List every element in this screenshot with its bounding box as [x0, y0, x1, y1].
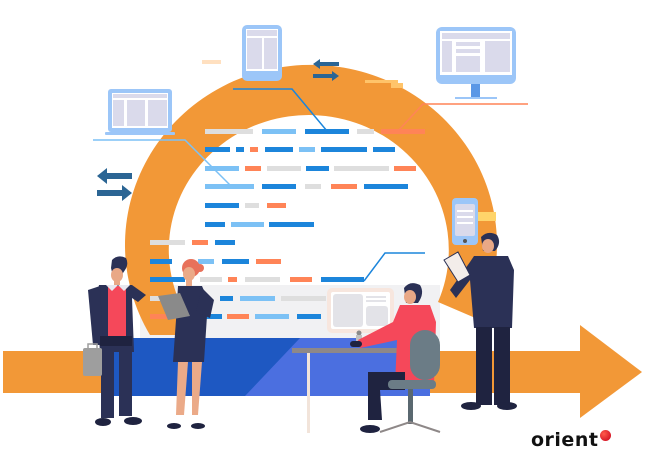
desk-monitor	[327, 288, 394, 342]
decorative-bits	[365, 80, 403, 88]
brand-name: orient	[531, 429, 599, 451]
person-man-on-phone	[83, 256, 146, 426]
decorative-dash	[202, 60, 221, 64]
sync-arrows-icon	[313, 59, 339, 81]
tablet-icon	[242, 25, 282, 81]
orient-logo: orient	[531, 428, 612, 452]
laptop-icon	[105, 89, 175, 135]
connector-lines	[93, 88, 528, 282]
code-lines	[150, 129, 425, 319]
person-woman-with-tablet	[158, 259, 214, 429]
person-man-with-clipboard	[443, 232, 517, 410]
person-man-seated	[350, 283, 441, 433]
logo-dot-icon	[600, 430, 612, 441]
smartphone-icon	[452, 198, 496, 245]
desktop-monitor-icon	[436, 27, 516, 99]
sync-arrows-icon-left	[97, 168, 132, 201]
